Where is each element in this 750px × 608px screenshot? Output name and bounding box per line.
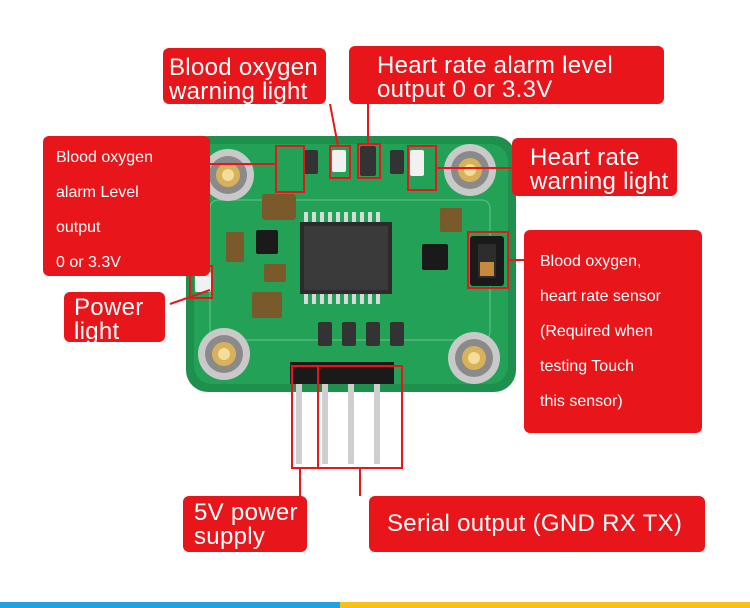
bottom-bar-blue [0,602,340,608]
main-ic-chip [300,212,392,304]
bottom-color-bar [0,602,750,608]
mounting-hole-top-right [444,144,496,196]
mounting-hole-top-left [202,149,254,201]
label-serial-output: Serial output (GND RX TX) [369,496,705,552]
header-pins [290,362,394,464]
led-heart-rate [410,150,424,176]
mounting-hole-bottom-left [198,328,250,380]
bottom-bar-yellow [340,602,750,608]
label-heart-rate-alarm-level: Heart rate alarm level output 0 or 3.3V [349,46,664,104]
led-blood-oxygen [332,150,346,172]
led-power [195,272,211,292]
label-blood-oxygen-heart-rate-sensor: Blood oxygen, heart rate sensor (Require… [524,230,702,433]
label-power-light: Power light [64,292,165,344]
label-blood-oxygen-warning-light: Blood oxygen warning light [163,48,326,104]
label-blood-oxygen-alarm-level: Blood oxygen alarm Level output 0 or 3.3… [43,136,210,276]
label-5v-power-supply: 5V power supply [183,496,307,552]
label-heart-rate-warning-light: Heart rate warning light [512,138,677,196]
optical-sensor [470,236,504,286]
mounting-hole-bottom-right [448,332,500,384]
